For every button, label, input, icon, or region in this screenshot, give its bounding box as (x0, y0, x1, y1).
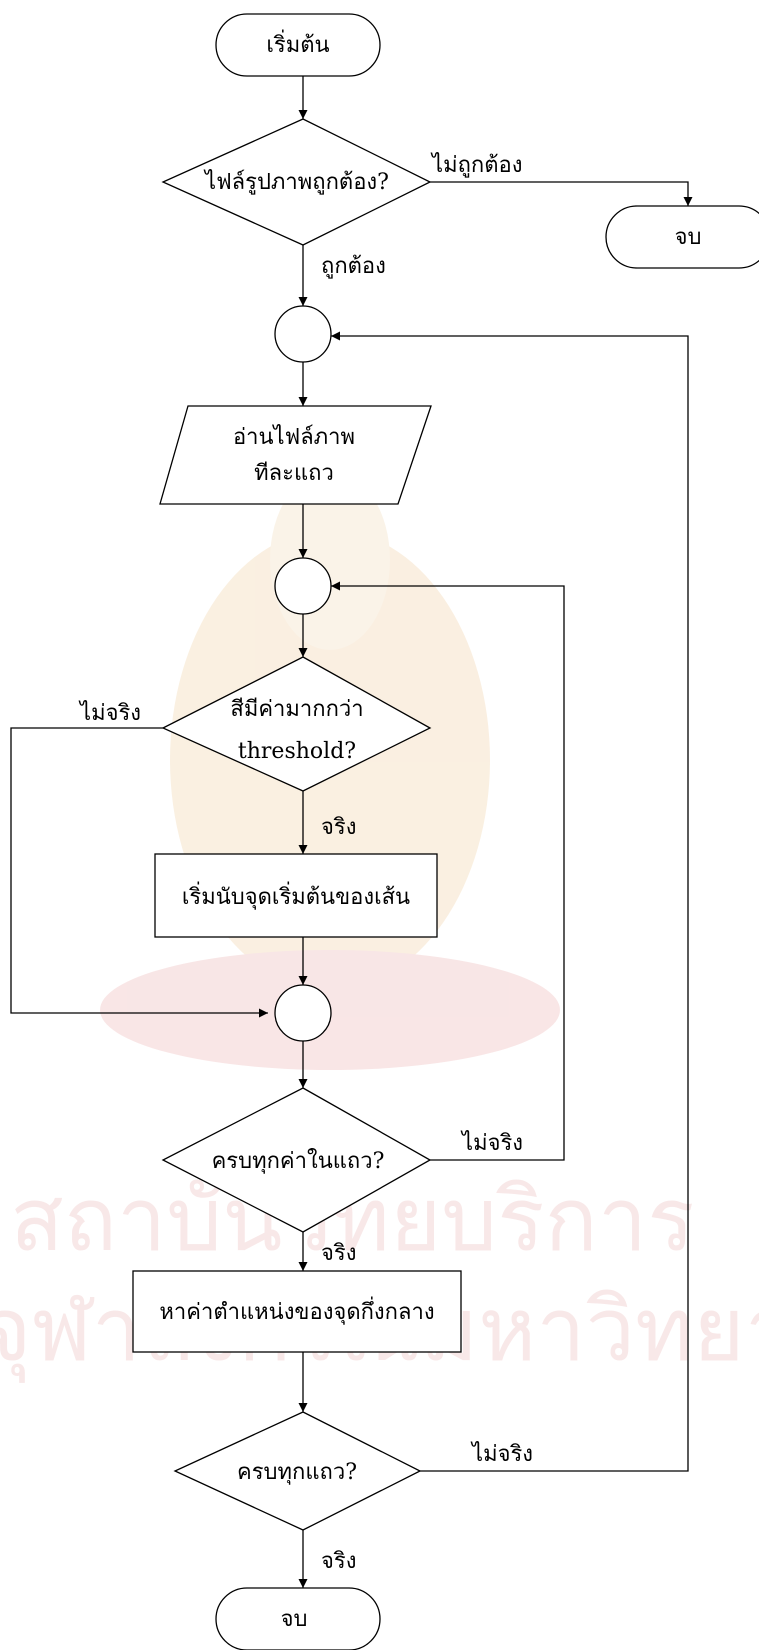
count-start-process: เริ่มนับจุดเริ่มต้นของเส้น (154, 853, 438, 938)
find-midpoint-label: หาค่าตำแหน่งของจุดกึ่งกลาง (159, 1296, 434, 1325)
row-complete-decision: ครบทุกค่าในแถว? (161, 1087, 432, 1233)
all-rows-decision: ครบทุกแถว? (173, 1411, 422, 1531)
junction-1 (274, 305, 332, 363)
edge-invalid-to-end (430, 181, 693, 206)
edge-label-all-true: จริง (321, 1549, 356, 1574)
edge-label-row-true: จริง (321, 1241, 356, 1266)
color-threshold-decision: สีมีค่ามากกว่า threshold? (161, 656, 432, 792)
read-label-line-1: อ่านไฟล์ภาพ (233, 424, 355, 450)
end-terminal-top: จบ (605, 205, 759, 269)
edge-all-false (331, 331, 689, 1472)
color-label-line-1: สีมีค่ามากกว่า (230, 697, 363, 722)
junction-3 (274, 984, 332, 1042)
edge-label-color-true: จริง (321, 815, 356, 840)
start-label: เริ่มต้น (266, 29, 329, 58)
file-valid-decision: ไฟล์รูปภาพถูกต้อง? (161, 118, 432, 246)
find-midpoint-process: หาค่าตำแหน่งของจุดกึ่งกลาง (132, 1270, 462, 1353)
start-terminal: เริ่มต้น (215, 13, 381, 77)
end-terminal-bottom: จบ (215, 1587, 381, 1650)
junction-2 (274, 557, 332, 615)
all-rows-label: ครบทุกแถว? (237, 1460, 357, 1485)
read-file-io: อ่านไฟล์ภาพ ทีละแถว (159, 405, 432, 505)
edge-label-all-false: ไม่จริง (470, 1441, 533, 1467)
connectors (10, 76, 693, 1588)
edge-label-file-valid: ถูกต้อง (321, 254, 386, 279)
end-top-label: จบ (675, 225, 702, 250)
color-label-line-2: threshold? (238, 739, 356, 764)
edge-label-file-invalid: ไม่ถูกต้อง (430, 152, 522, 178)
row-complete-label: ครบทุกค่าในแถว? (212, 1148, 385, 1174)
end-bottom-label: จบ (281, 1607, 308, 1632)
edge-row-false (331, 581, 565, 1161)
read-label-line-2: ทีละแถว (254, 461, 334, 486)
edge-label-row-false: ไม่จริง (460, 1130, 523, 1156)
count-start-label: เริ่มนับจุดเริ่มต้นของเส้น (182, 881, 410, 910)
file-valid-label: ไฟล์รูปภาพถูกต้อง? (203, 169, 389, 195)
edge-color-false (10, 727, 268, 1018)
edge-label-color-false: ไม่จริง (78, 700, 141, 726)
